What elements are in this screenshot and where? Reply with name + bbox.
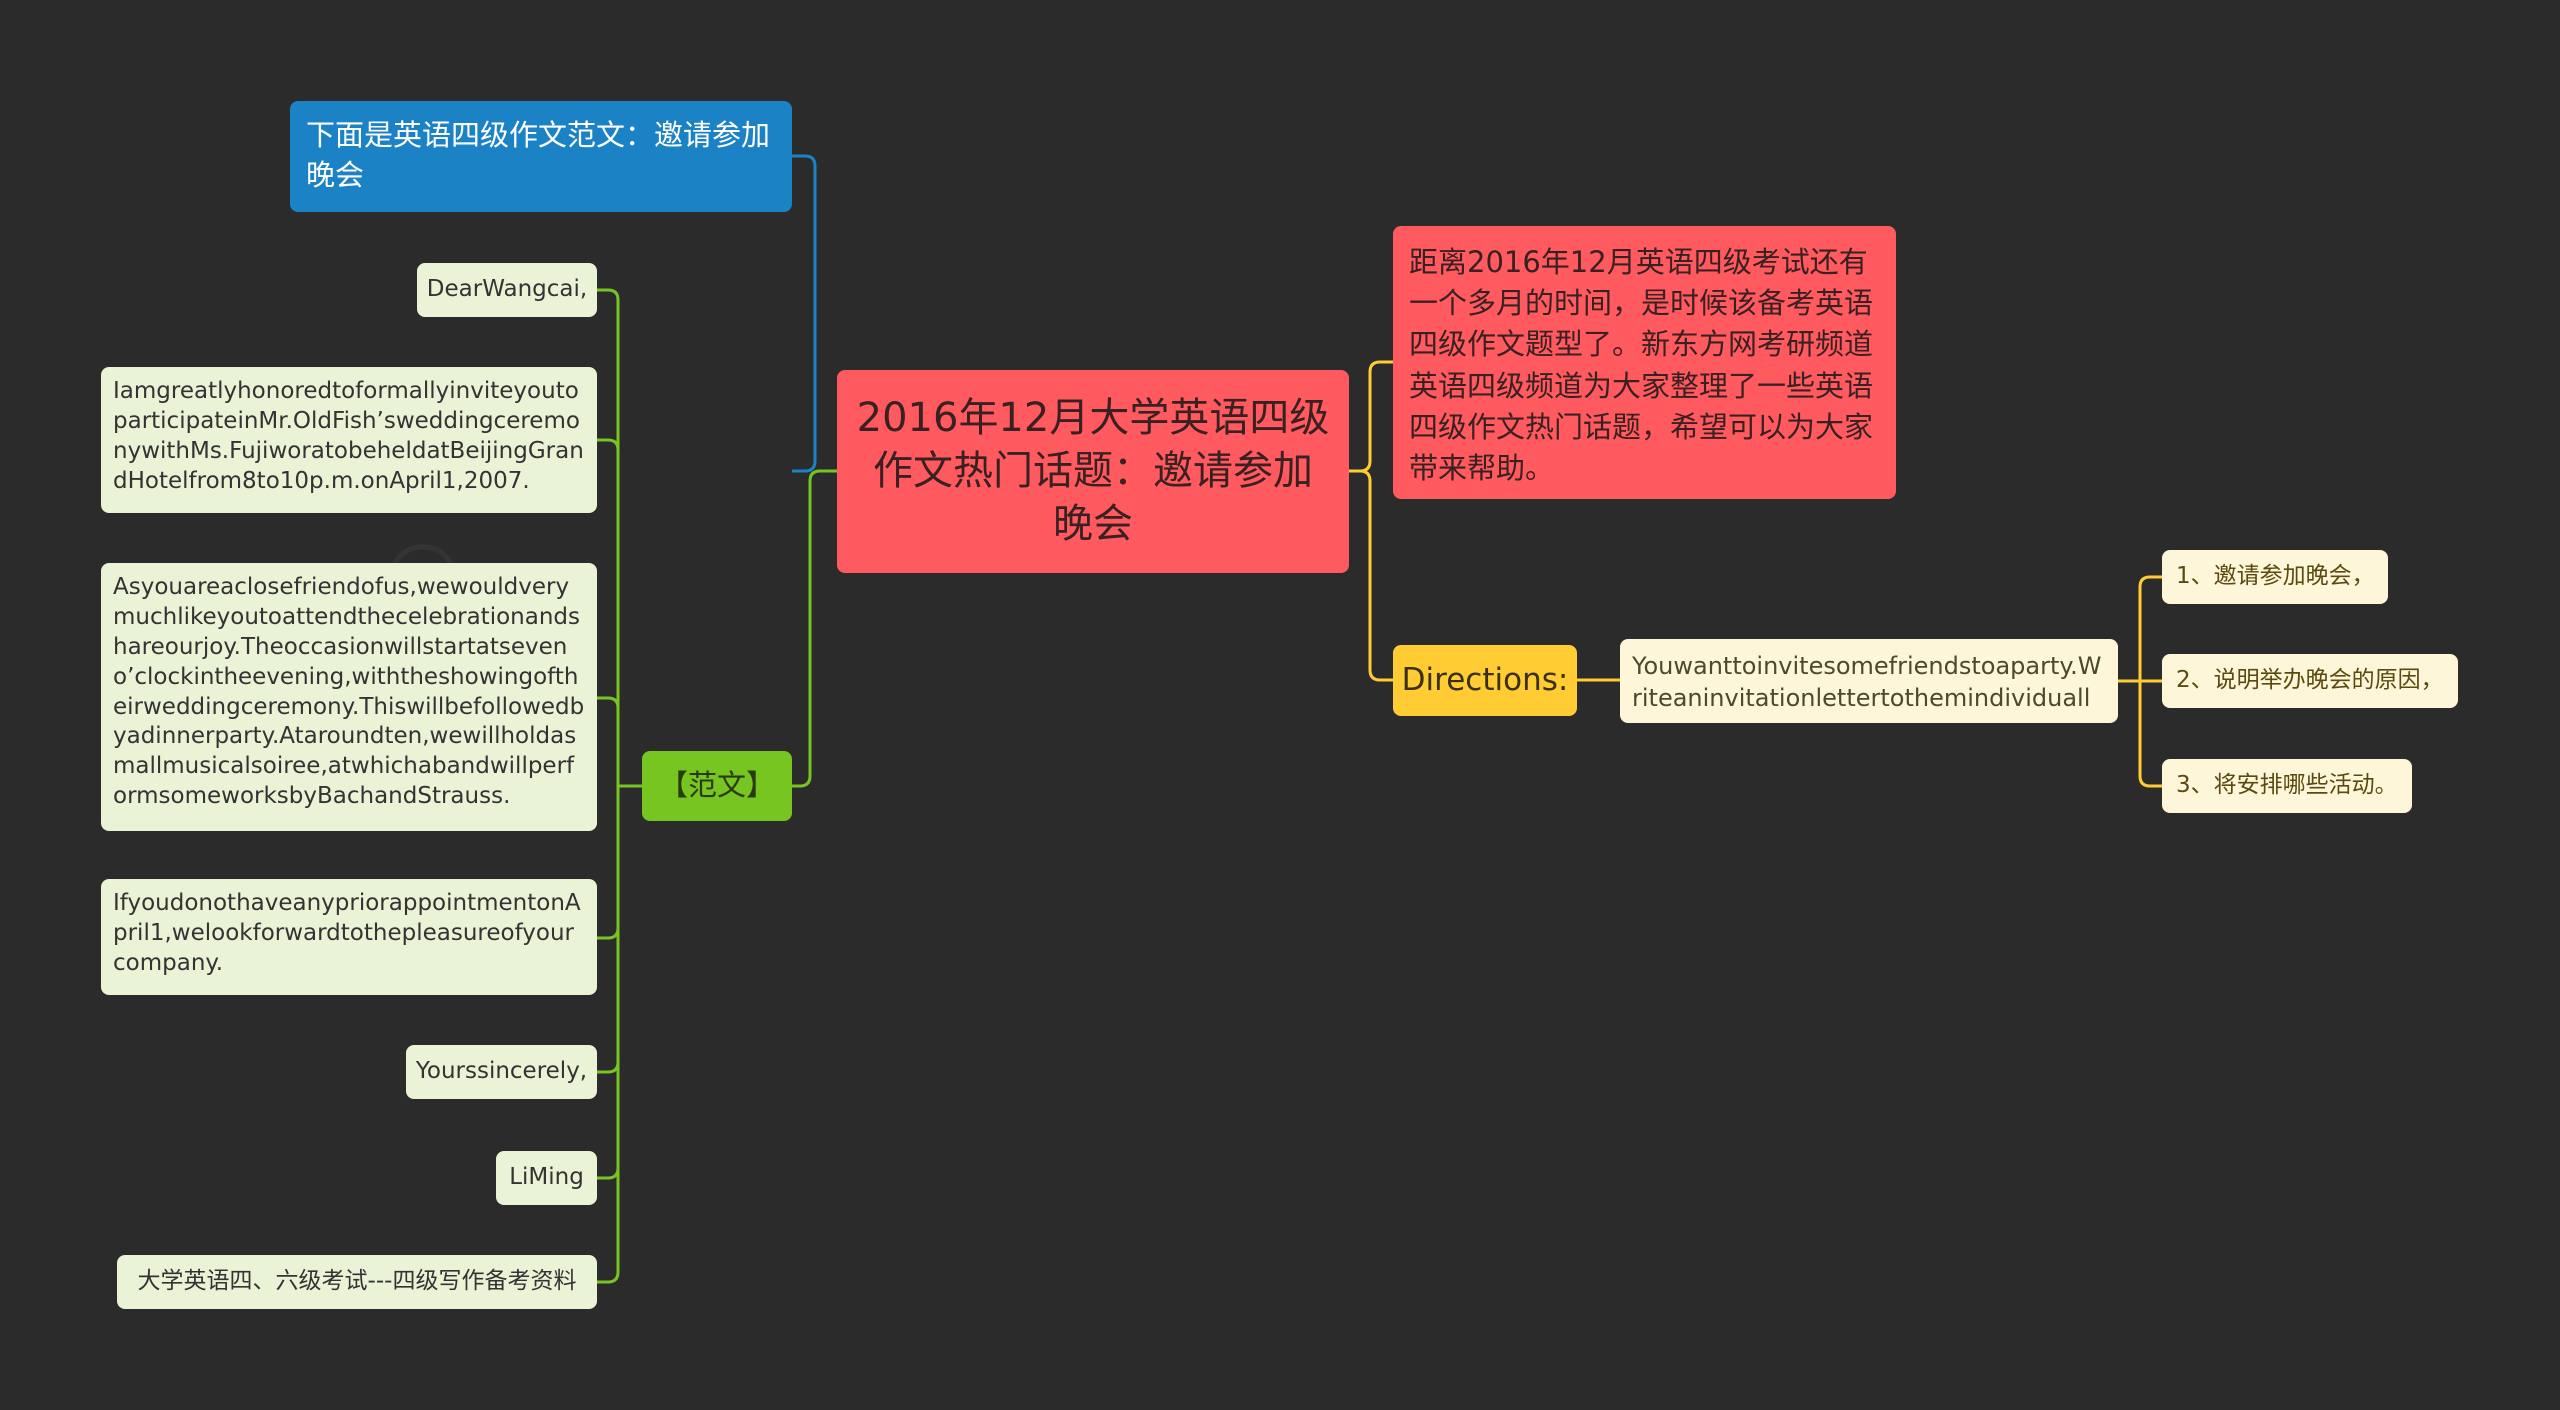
fanwen-item-label: DearWangcai, xyxy=(426,276,588,303)
edge-fanwen-item-3 xyxy=(597,927,620,940)
point-reason[interactable]: 2、说明举办晚会的原因， xyxy=(2162,654,2458,708)
left-intro-node[interactable]: 下面是英语四级作文范文：邀请参加晚会 xyxy=(290,101,792,212)
fanwen-item-label: IfyoudonothaveanypriorappointmentonApril… xyxy=(113,890,581,976)
edge-root-right-intro xyxy=(1349,360,1393,473)
fanwen-item-label: Asyouareaclosefriendofus,wewouldverymuch… xyxy=(113,574,585,810)
edge-fanwen-item-6 xyxy=(597,1271,620,1284)
edge-fanwen-item-5 xyxy=(597,1167,620,1180)
edge-fanwen-item-0 xyxy=(597,288,620,301)
edge-root-fanwen xyxy=(792,469,837,788)
instruction-label: Youwanttoinvitesomefriendstoaparty.Write… xyxy=(1632,652,2102,723)
edge-fanwen-item-4 xyxy=(597,1061,620,1074)
point-activities[interactable]: 3、将安排哪些活动。 xyxy=(2162,759,2412,813)
fanwen-item-label: Iamgreatlyhonoredtoformallyinviteyoutopa… xyxy=(113,378,584,494)
fanwen-item-label: 大学英语四、六级考试---四级写作备考资料 xyxy=(137,1268,577,1295)
fanwen-label: 【范文】 xyxy=(658,768,775,803)
fanwen-item-label: Yourssincerely, xyxy=(415,1058,588,1085)
directions-node[interactable]: Directions: xyxy=(1393,645,1577,716)
point-invite[interactable]: 1、邀请参加晚会， xyxy=(2162,550,2388,604)
fanwen-item-signature[interactable]: LiMing xyxy=(496,1151,597,1205)
fanwen-item-paragraph-3[interactable]: IfyoudonothaveanypriorappointmentonApril… xyxy=(101,879,597,995)
fanwen-item-source[interactable]: 大学英语四、六级考试---四级写作备考资料 xyxy=(117,1255,597,1309)
point-label: 2、说明举办晚会的原因， xyxy=(2176,667,2444,694)
right-intro-label: 距离2016年12月英语四级考试还有一个多月的时间，是时候该备考英语四级作文题型… xyxy=(1409,245,1874,485)
fanwen-item-paragraph-2[interactable]: Asyouareaclosefriendofus,wewouldverymuch… xyxy=(101,563,597,831)
point-label: 1、邀请参加晚会， xyxy=(2176,563,2375,590)
edge-fanwen-item-2 xyxy=(597,696,620,709)
left-intro-label: 下面是英语四级作文范文：邀请参加晚会 xyxy=(306,118,771,193)
point-label: 3、将安排哪些活动。 xyxy=(2176,772,2398,799)
edge-root-intro xyxy=(792,154,817,473)
edge-fanwen-item-1 xyxy=(597,438,620,451)
directions-label: Directions: xyxy=(1401,661,1569,698)
edge-point-0 xyxy=(2138,575,2162,588)
fanwen-item-greeting[interactable]: DearWangcai, xyxy=(417,263,597,317)
instruction-node[interactable]: Youwanttoinvitesomefriendstoaparty.Write… xyxy=(1620,639,2118,723)
root-topic[interactable]: 2016年12月大学英语四级作文热门话题：邀请参加晚会 xyxy=(837,370,1349,573)
fanwen-item-paragraph-1[interactable]: Iamgreatlyhonoredtoformallyinviteyoutopa… xyxy=(101,367,597,513)
root-topic-label: 2016年12月大学英语四级作文热门话题：邀请参加晚会 xyxy=(856,395,1330,547)
fanwen-node[interactable]: 【范文】 xyxy=(642,751,792,821)
fanwen-item-closing[interactable]: Yourssincerely, xyxy=(406,1045,597,1099)
edge-root-directions xyxy=(1349,469,1393,682)
edge-point-2 xyxy=(2138,775,2162,788)
right-intro-node[interactable]: 距离2016年12月英语四级考试还有一个多月的时间，是时候该备考英语四级作文题型… xyxy=(1393,226,1896,499)
fanwen-item-label: LiMing xyxy=(509,1164,584,1191)
